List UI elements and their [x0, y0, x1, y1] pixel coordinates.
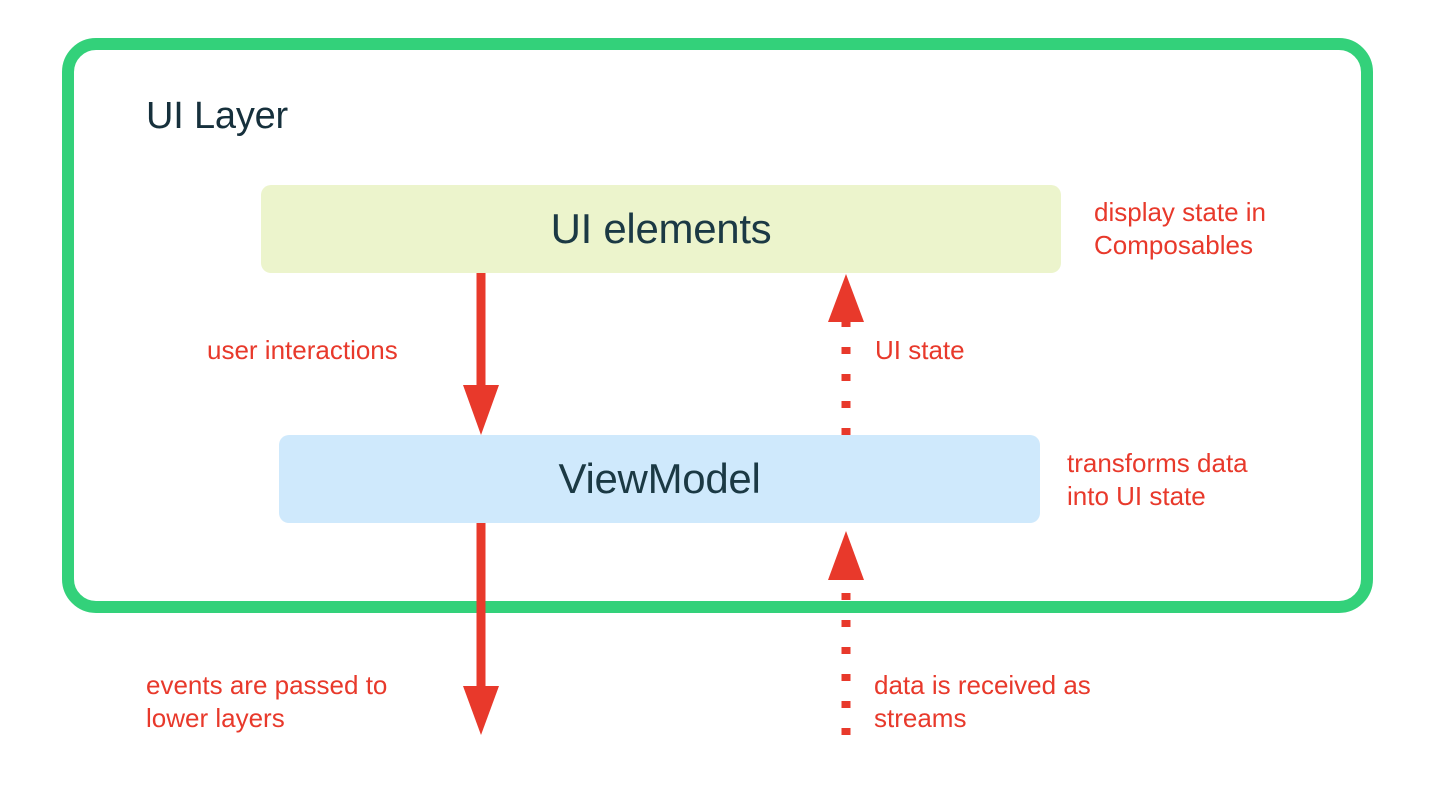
ui-layer-title: UI Layer	[146, 95, 289, 137]
annotation-user-interactions: user interactions	[207, 335, 398, 365]
ui-elements-label: UI elements	[550, 205, 772, 252]
annotation-data-streams: data is received as streams	[874, 670, 1091, 734]
annotation-events-passed: events are passed to lower layers	[146, 670, 388, 734]
viewmodel-label: ViewModel	[558, 455, 761, 502]
ui-layer-container	[62, 38, 1373, 613]
annotation-display-state: display state in Composables	[1094, 197, 1266, 261]
annotation-ui-state: UI state	[875, 335, 965, 365]
ui-elements-box[interactable]: UI elements	[261, 185, 1061, 273]
viewmodel-box[interactable]: ViewModel	[279, 435, 1040, 523]
annotation-transforms-data: transforms data into UI state	[1067, 448, 1248, 512]
events-down-arrow-head	[463, 686, 499, 735]
